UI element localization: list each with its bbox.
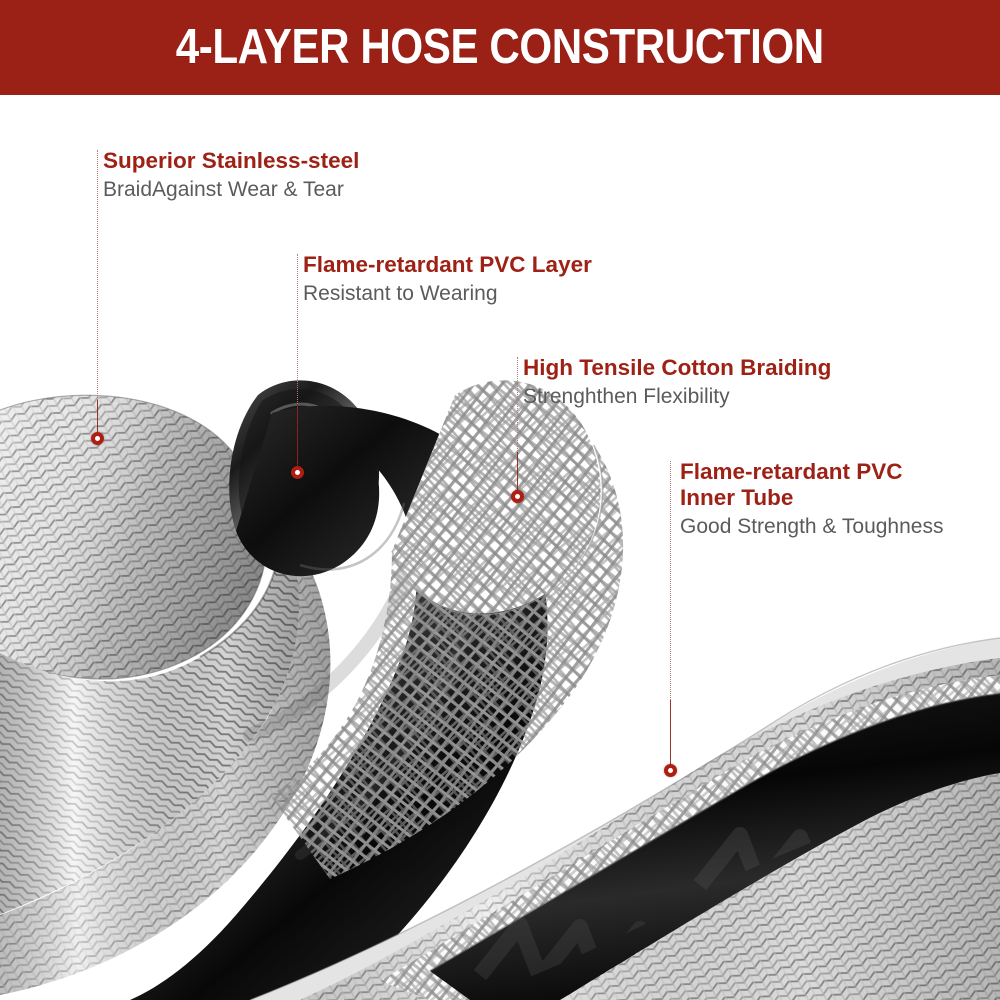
callout-high-tensile-cotton-braiding: High Tensile Cotton Braiding Strenghthen… — [523, 355, 831, 409]
leader-tail-1 — [97, 400, 98, 432]
leader-tail-4 — [670, 700, 671, 766]
leader-line-3 — [517, 357, 519, 497]
header-banner: 4-LAYER HOSE CONSTRUCTION — [0, 0, 1000, 95]
callout-4-subtitle: Good Strength & Toughness — [680, 515, 944, 538]
callout-flame-retardant-pvc-layer: Flame-retardant PVC Layer Resistant to W… — [303, 252, 592, 306]
callout-4-title-line2: Inner Tube — [680, 485, 794, 510]
layer-1-marker — [91, 432, 104, 445]
leader-tail-3 — [517, 452, 518, 497]
leader-line-2 — [297, 254, 299, 466]
leader-line-1 — [97, 150, 99, 432]
callout-superior-stainless-steel: Superior Stainless-steel BraidAgainst We… — [103, 148, 359, 202]
layer-2-marker — [291, 466, 304, 479]
callout-flame-retardant-pvc-inner-tube: Flame-retardant PVC Inner Tube Good Stre… — [680, 459, 980, 539]
callout-2-title: Flame-retardant PVC Layer — [303, 252, 592, 277]
layer-3-marker — [511, 490, 524, 503]
leader-line-4 — [670, 461, 672, 766]
callout-1-subtitle: BraidAgainst Wear & Tear — [103, 178, 344, 201]
callout-1-title: Superior Stainless-steel — [103, 148, 360, 173]
callout-3-title: High Tensile Cotton Braiding — [523, 355, 832, 380]
hose-artwork — [0, 95, 1000, 1000]
callout-4-title-line1: Flame-retardant PVC — [680, 459, 903, 484]
callout-3-subtitle: Strenghthen Flexibility — [523, 385, 730, 408]
layer-4-marker — [664, 764, 677, 777]
callout-2-subtitle: Resistant to Wearing — [303, 282, 498, 305]
leader-tail-2 — [297, 404, 298, 466]
page-title: 4-LAYER HOSE CONSTRUCTION — [176, 20, 824, 74]
